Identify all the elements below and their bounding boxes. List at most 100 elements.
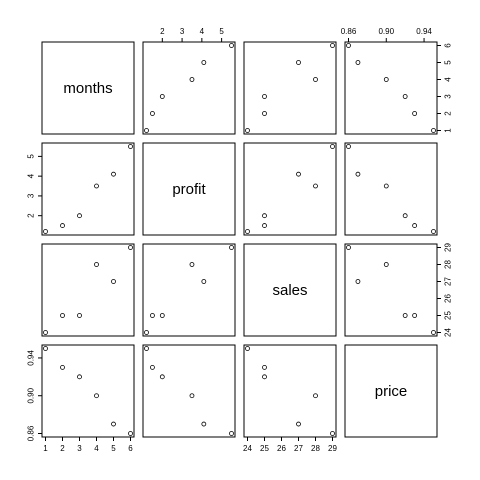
- y-tick-label: 26: [444, 294, 453, 303]
- data-point: [189, 262, 195, 267]
- data-point: [330, 431, 335, 436]
- panel-price-vs-sales: [243, 344, 337, 438]
- panel-months-vs-price: [344, 41, 438, 135]
- y-tick-label: 4: [444, 77, 453, 82]
- y-axis-price: 0.86 0.90 0.94: [27, 350, 42, 441]
- data-point: [128, 431, 133, 436]
- data-point: [346, 245, 351, 250]
- data-point: [189, 393, 195, 399]
- y-tick-label: 3: [444, 94, 453, 99]
- y-tick-label: 5: [444, 60, 453, 65]
- panel-sales-vs-price: [344, 243, 438, 337]
- data-point: [189, 77, 195, 82]
- data-point: [296, 421, 301, 427]
- data-point: [402, 213, 408, 219]
- panel-frame: [41, 344, 135, 438]
- data-point: [431, 330, 436, 335]
- x-tick-label: 4: [94, 444, 99, 453]
- data-point: [262, 374, 267, 380]
- variable-label-months: months: [63, 80, 112, 97]
- data-point: [60, 313, 65, 318]
- data-point: [150, 111, 155, 116]
- data-point: [383, 183, 389, 189]
- x-tick-label: 24: [243, 444, 252, 453]
- data-point: [245, 229, 250, 234]
- panel-months-vs-profit: [142, 41, 236, 135]
- data-point: [262, 94, 267, 99]
- data-point: [43, 346, 48, 351]
- data-point: [111, 421, 116, 427]
- data-point: [402, 313, 408, 318]
- x-tick-label: 5: [111, 444, 116, 453]
- data-point: [313, 77, 318, 82]
- x-tick-label: 3: [77, 444, 82, 453]
- x-tick-label: 2: [60, 444, 65, 453]
- y-tick-label: 0.90: [27, 387, 36, 403]
- panel-months-vs-sales: [243, 41, 337, 135]
- x-tick-label: 0.90: [378, 27, 394, 36]
- data-point: [262, 111, 267, 116]
- data-point: [201, 279, 207, 284]
- panel-price-vs-months: [41, 344, 135, 438]
- variable-label-sales: sales: [272, 282, 307, 299]
- panel-frame: [142, 41, 236, 135]
- data-point: [346, 144, 351, 149]
- y-tick-label: 3: [27, 193, 36, 198]
- data-point: [262, 213, 267, 219]
- x-tick-label: 1: [43, 444, 48, 453]
- panel-frame: [243, 344, 337, 438]
- y-tick-label: 2: [27, 213, 36, 218]
- y-tick-label: 25: [444, 311, 453, 320]
- data-point: [296, 171, 301, 177]
- panel-frame: [344, 344, 438, 438]
- panel-frame: [344, 142, 438, 236]
- data-point: [296, 60, 301, 65]
- x-tick-label: 6: [128, 444, 133, 453]
- data-point: [128, 245, 133, 250]
- panel-price-vs-price: price: [344, 344, 438, 438]
- data-point: [229, 245, 234, 250]
- panel-frame: [41, 142, 135, 236]
- y-tick-label: 5: [27, 154, 36, 159]
- y-tick-label: 2: [444, 111, 453, 116]
- data-point: [77, 213, 82, 219]
- data-point: [355, 60, 361, 65]
- panel-frame: [142, 344, 236, 438]
- x-tick-label: 5: [219, 27, 224, 36]
- data-point: [431, 229, 436, 234]
- data-point: [313, 183, 318, 189]
- data-point: [229, 431, 234, 436]
- x-tick-label: 0.86: [341, 27, 357, 36]
- panel-frame: [142, 142, 236, 236]
- data-point: [94, 183, 99, 189]
- data-point: [262, 223, 267, 228]
- data-point: [111, 279, 116, 284]
- x-axis-months: 1 2 3 4 5 6: [43, 437, 133, 453]
- x-tick-label: 26: [277, 444, 286, 453]
- data-point: [355, 279, 361, 284]
- panel-sales-vs-profit: [142, 243, 236, 337]
- panel-frame: [142, 243, 236, 337]
- panel-frame: [243, 142, 337, 236]
- y-tick-label: 0.94: [27, 350, 36, 366]
- data-point: [77, 313, 82, 318]
- data-point: [94, 393, 99, 399]
- panel-profit-vs-sales: [243, 142, 337, 236]
- data-point: [111, 171, 116, 177]
- y-tick-label: 29: [444, 243, 453, 252]
- x-tick-label: 27: [294, 444, 303, 453]
- y-tick-label: 0.86: [27, 425, 36, 441]
- y-tick-label: 6: [444, 43, 453, 48]
- data-point: [412, 223, 418, 228]
- data-point: [201, 421, 207, 427]
- data-point: [150, 364, 155, 370]
- data-point: [201, 60, 207, 65]
- data-point: [355, 171, 361, 177]
- x-tick-label: 25: [260, 444, 269, 453]
- data-point: [159, 94, 165, 99]
